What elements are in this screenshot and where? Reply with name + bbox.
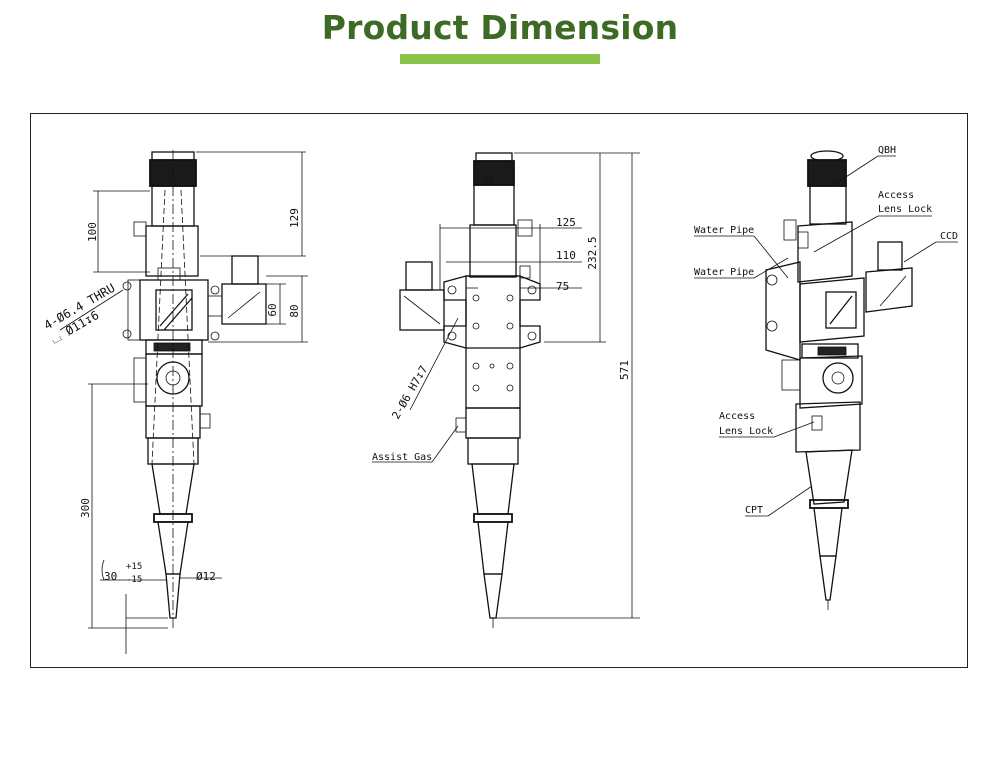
- front-dim-110: 110: [556, 249, 576, 262]
- side-dim-60: 60: [266, 303, 279, 316]
- front-dim-125: 125: [556, 216, 576, 229]
- iso-label-qbh: QBH: [878, 145, 896, 156]
- iso-qbh: [807, 159, 847, 187]
- front-qbh-body: [473, 184, 515, 226]
- side-dim-80: 80: [288, 304, 301, 317]
- front-qbh-knurl: [473, 160, 515, 186]
- front-ccd-camera: [405, 261, 433, 291]
- side-mount-plate: [127, 279, 141, 341]
- side-dim-300: 300: [79, 498, 92, 518]
- side-tol-minus: -15: [126, 575, 142, 585]
- iso-cpt: [805, 449, 853, 505]
- front-dim-232: 232.5: [586, 236, 599, 269]
- iso-mount-plate: [765, 261, 801, 361]
- front-mount-plate: [443, 275, 541, 349]
- iso-label-lens-lock-1: Lens Lock: [878, 204, 932, 215]
- front-dim-571: 571: [618, 360, 631, 380]
- iso-label-cpt: CPT: [745, 505, 763, 516]
- front-upper-body: [469, 224, 517, 278]
- front-label-assist-gas: Assist Gas: [372, 452, 432, 463]
- front-dim-75: 75: [556, 280, 569, 293]
- iso-view: QBH Access Lens Lock Water Pipe Water Pi…: [694, 145, 958, 610]
- side-ccd-camera: [231, 255, 259, 285]
- title-underline: [400, 54, 600, 64]
- iso-label-lens-lock-2: Lens Lock: [719, 426, 773, 437]
- side-water-fitting: [133, 221, 147, 237]
- front-pin-callout: 2-Ø6 H7↧7: [389, 363, 430, 421]
- iso-upper-body: [797, 221, 853, 283]
- side-dim-d12: Ø12: [196, 570, 216, 583]
- side-upper-body: [145, 225, 199, 277]
- drawing-frame: [30, 113, 968, 668]
- front-nozzle-cone: [471, 463, 515, 515]
- iso-label-access-2: Access: [719, 411, 755, 422]
- iso-label-ccd: CCD: [940, 231, 958, 242]
- iso-label-water-pipe-1: Water Pipe: [694, 225, 754, 236]
- side-dim-129: 129: [288, 208, 301, 228]
- front-view: 125 110 75 232.5 571 2-Ø6 H7↧7 Assist Ga…: [372, 152, 640, 628]
- side-tol-nominal: 30: [104, 570, 117, 583]
- side-dim-100: 100: [86, 222, 99, 242]
- iso-label-water-pipe-2: Water Pipe: [694, 267, 754, 278]
- iso-label-access-1: Access: [878, 190, 914, 201]
- side-tol-plus: +15: [126, 562, 142, 572]
- iso-collimator-box: [799, 277, 865, 343]
- page-title: Product Dimension: [321, 8, 679, 47]
- iso-lower-body: [795, 401, 861, 453]
- iso-focus-body: [799, 355, 863, 409]
- iso-ccd-camera: [877, 241, 903, 271]
- side-window: [155, 289, 193, 331]
- side-view: 100 129 60 80 4-Ø6.4 THRU ⌴ Ø11↧6 300 30…: [42, 150, 308, 654]
